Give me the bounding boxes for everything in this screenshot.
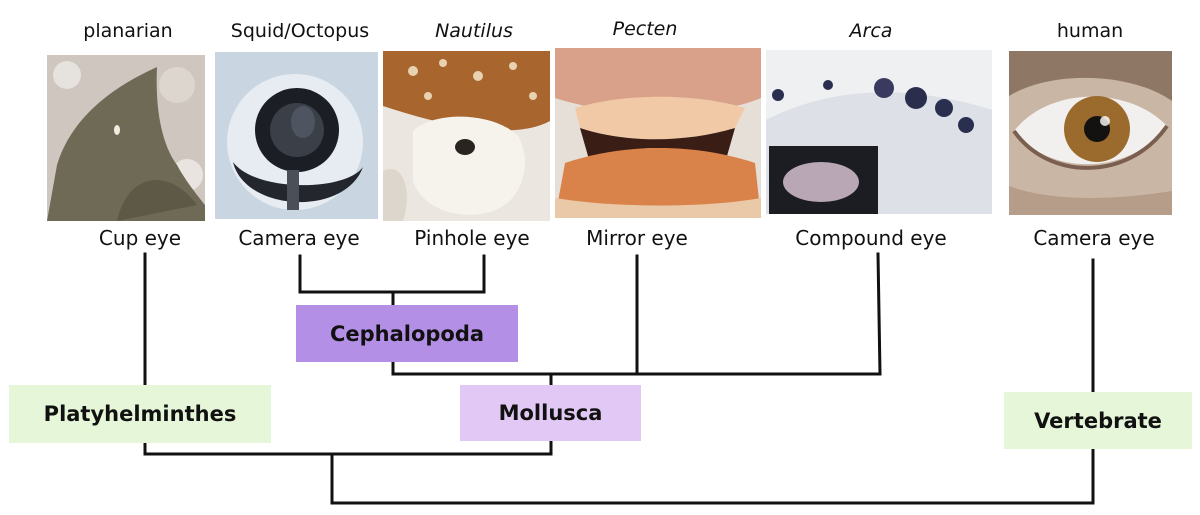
eye-type-nautilus: Pinhole eye [414,226,530,250]
taxon-name-nautilus: Nautilus [435,20,513,42]
taxon-name-pecten: Pecten [612,18,678,40]
taxon-name-planarian: planarian [83,20,173,42]
squid-eye-photo [215,52,378,219]
clade-platyhelminthes-label: Platyhelminthes [43,402,237,426]
eye-type-arca: Compound eye [795,226,947,250]
clade-platyhelminthes: Platyhelminthes [9,385,271,443]
eye-type-planarian: Cup eye [98,226,182,250]
eye-type-squid-octopus: Camera eye [238,226,360,250]
tree-branch-squid [298,254,486,294]
clade-mollusca-label: Mollusca [498,401,603,425]
clade-cephalopoda-label: Cephalopoda [329,321,485,346]
clade-vertebrate-label: Vertebrate [1034,408,1162,433]
tree-branch-arca [876,252,882,376]
clade-vertebrate: Vertebrate [1004,392,1192,449]
scallop-photo [555,48,761,218]
ark-clam-photo [766,50,992,214]
human-eye-photo [1009,51,1172,215]
eye-type-pecten: Mirror eye [586,226,688,250]
clade-mollusca: Mollusca [460,385,641,441]
taxon-name-squid-octopus: Squid/Octopus [230,20,370,42]
taxon-name-human: human [1056,20,1124,42]
nautilus-photo [383,51,550,221]
clade-cephalopoda: Cephalopoda [296,305,518,362]
planarian-photo [47,55,205,221]
eye-type-human: Camera eye [1033,226,1155,250]
taxon-name-arca: Arca [849,20,893,42]
